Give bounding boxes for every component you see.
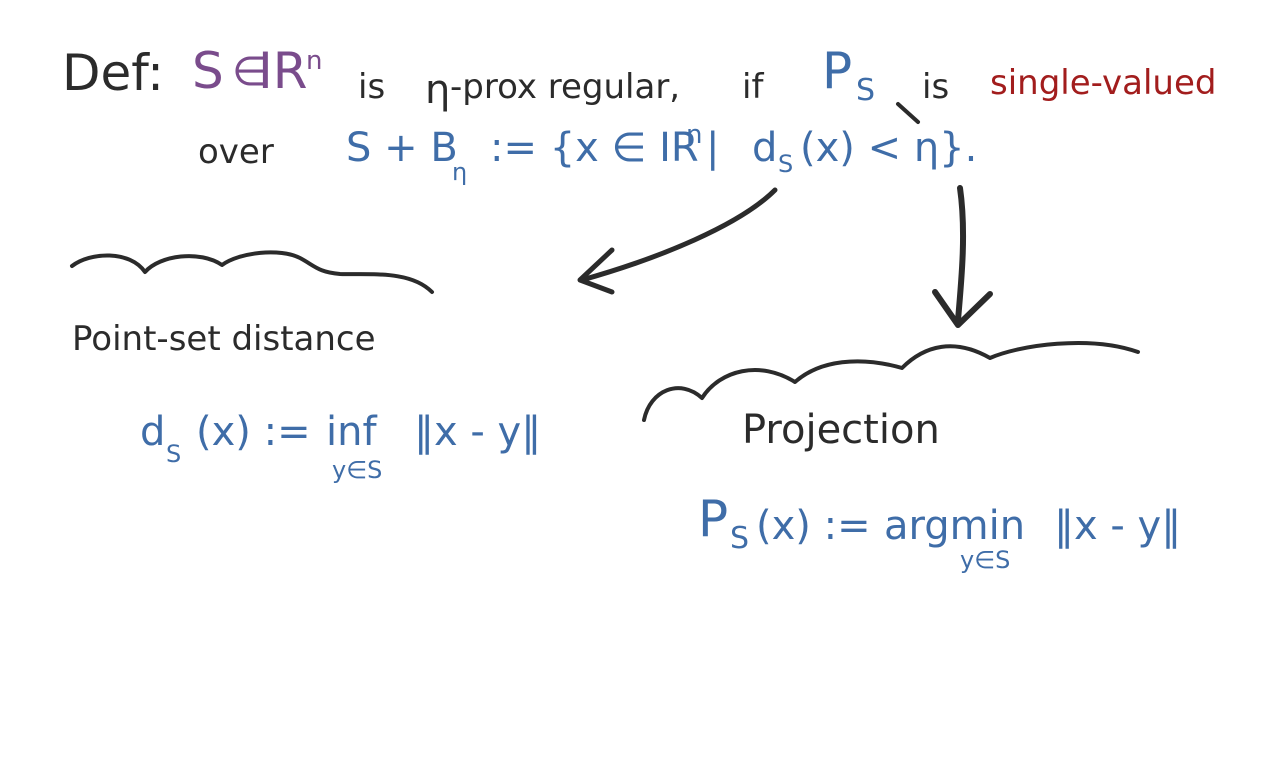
distance-formula-mid: (x) := (196, 409, 311, 455)
dist-subscript: S (778, 150, 794, 178)
projection-title: Projection (742, 407, 940, 453)
dist-symbol: d (752, 125, 778, 171)
distance-title: Point-set distance (72, 319, 376, 359)
tube-lhs: S + B (346, 125, 458, 171)
eta-symbol: η (425, 67, 451, 113)
projection-lhs-subscript: S (730, 521, 750, 556)
single-valued-text: single-valued (990, 63, 1217, 103)
distance-lhs: d (140, 409, 166, 455)
arrow-to-distance-head (577, 247, 615, 295)
pointer-tick-stroke (896, 102, 920, 124)
reals-symbol: IR (258, 42, 308, 100)
arrow-to-projection-head (932, 289, 993, 328)
element-of-symbol: ∈ (232, 49, 267, 95)
arrow-to-distance-stroke (579, 187, 778, 283)
is-text: is (358, 67, 386, 107)
tube-subscript: η (452, 158, 468, 186)
tube-power: n (686, 120, 703, 150)
right-brace-stroke (642, 341, 1140, 422)
projection-operator: argmin (884, 503, 1026, 549)
arrow-to-projection-stroke (955, 185, 967, 323)
left-brace-stroke (70, 250, 434, 294)
projection-symbol: P (822, 42, 853, 100)
projection-formula-mid: (x) := (756, 503, 871, 549)
distance-operator-sub: y∈S (332, 456, 383, 484)
def-label: Def: (62, 44, 164, 102)
reals-power: n (306, 46, 323, 76)
is-text-2: is (922, 67, 950, 107)
set-symbol: S (192, 42, 224, 100)
tube-condition: (x) < η}. (800, 125, 978, 171)
prox-regular-text: -prox regular, (450, 67, 681, 107)
tube-bar: | (706, 125, 720, 171)
projection-lhs: P (698, 490, 729, 548)
projection-operator-sub: y∈S (960, 546, 1011, 574)
distance-operator: inf (326, 409, 377, 455)
projection-subscript: S (856, 73, 876, 108)
distance-lhs-subscript: S (166, 440, 182, 468)
projection-norm: ‖x - y‖ (1054, 503, 1182, 549)
if-text: if (742, 67, 764, 107)
over-text: over (198, 132, 274, 172)
distance-norm: ‖x - y‖ (414, 409, 542, 455)
tube-definition: := {x ∈ IR (490, 125, 699, 171)
